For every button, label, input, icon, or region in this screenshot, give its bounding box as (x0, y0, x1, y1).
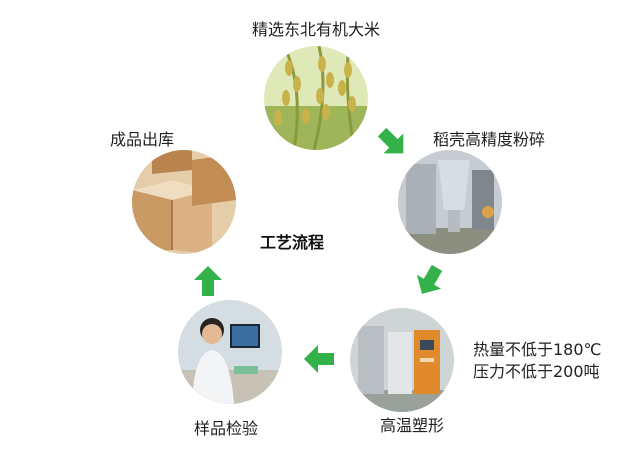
lab-inspection-photo (178, 300, 282, 404)
step-label-rice: 精选东北有机大米 (252, 20, 381, 39)
rice-photo (264, 46, 368, 150)
step-label-inspection: 样品检验 (194, 419, 259, 438)
process-title: 工艺流程 (260, 233, 325, 252)
step-label-molding: 高温塑形 (380, 416, 445, 435)
arrow-left-icon (304, 345, 334, 373)
step-label-grinding: 稻壳高精度粉碎 (433, 130, 546, 149)
grinding-machine-photo (398, 150, 502, 254)
step-label-storage: 成品出库 (110, 130, 175, 149)
spec-line-heat: 热量不低于180℃ (473, 340, 602, 359)
spec-line-pressure: 压力不低于200吨 (473, 362, 600, 381)
arrow-up-icon (194, 266, 222, 296)
molding-machine-photo (350, 308, 454, 412)
arrow-down-left-icon (416, 264, 443, 294)
cardboard-boxes-photo (132, 150, 236, 254)
arrow-right-down-icon (377, 127, 404, 154)
